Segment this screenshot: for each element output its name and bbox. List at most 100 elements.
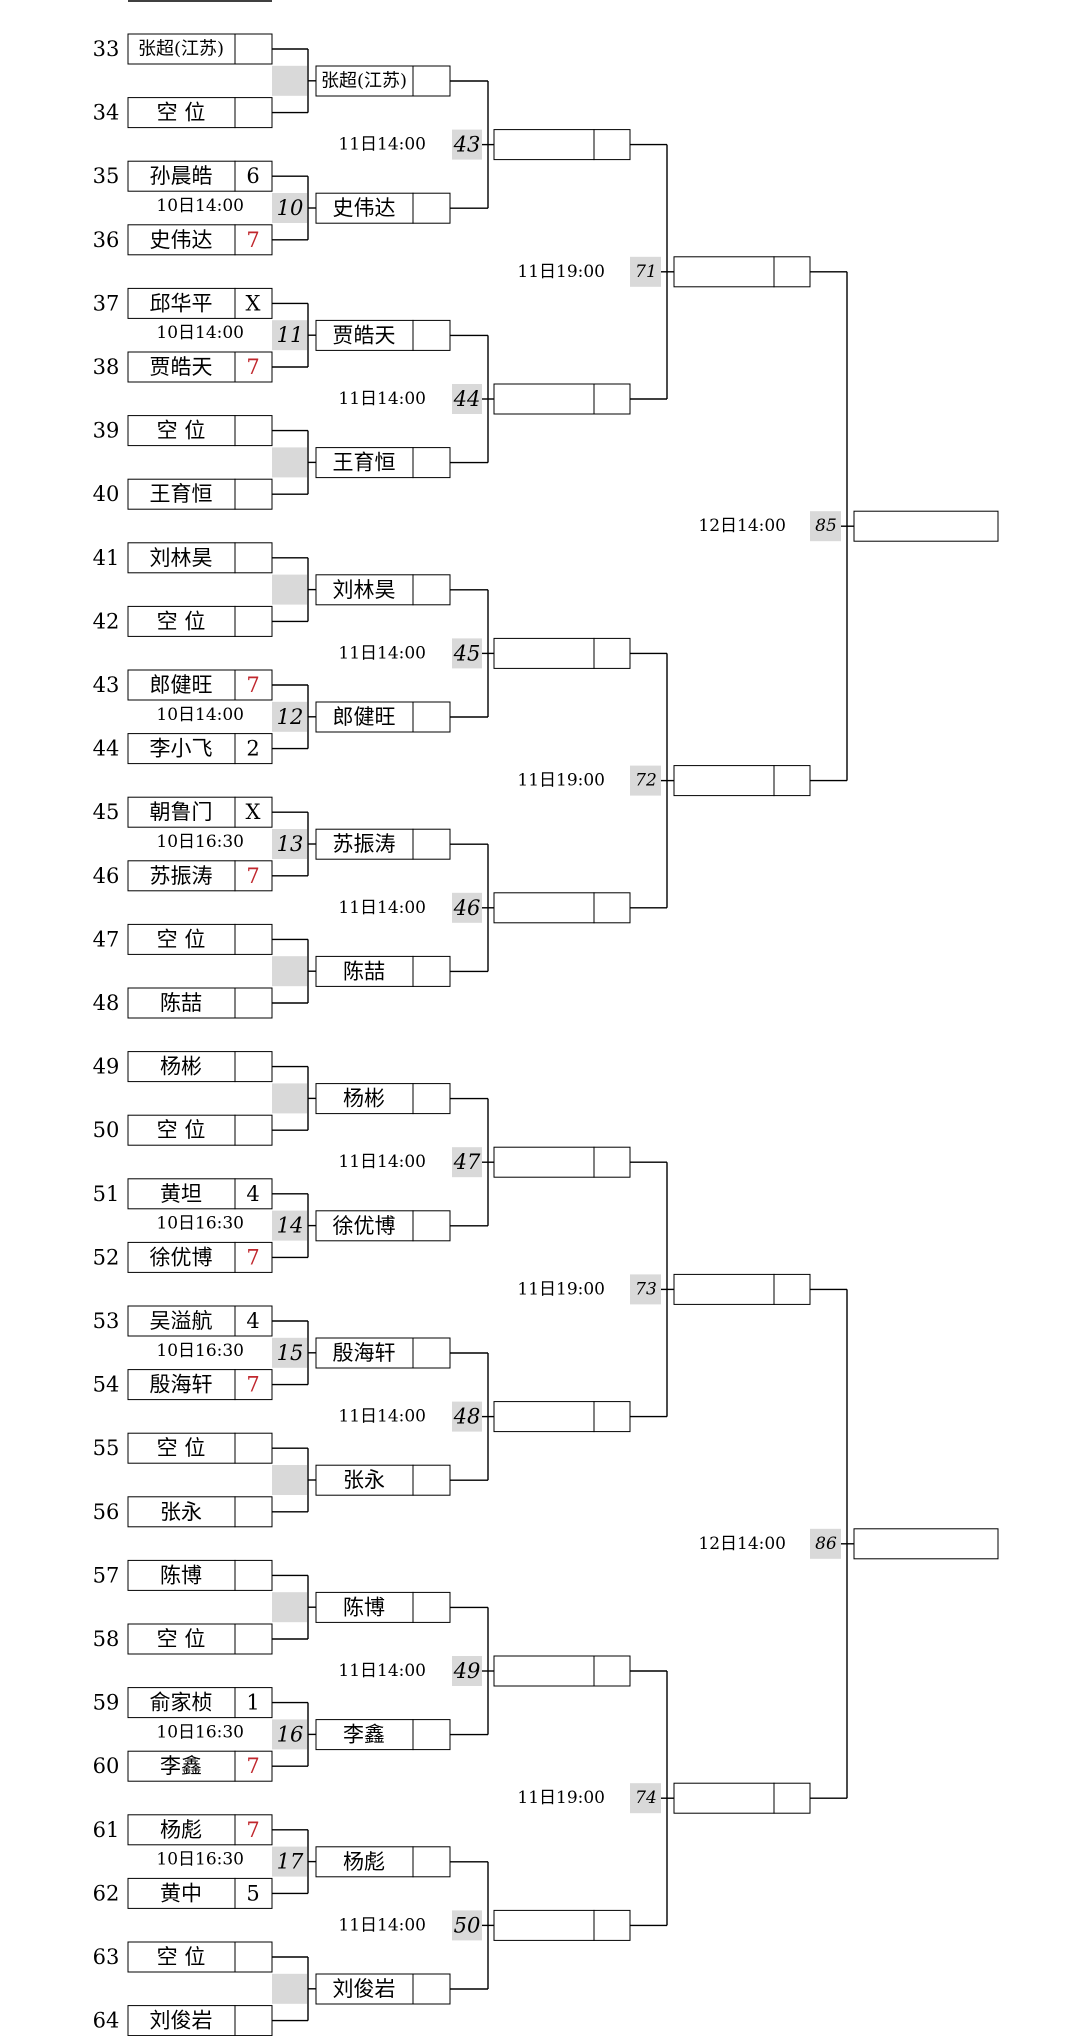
player-slot bbox=[127, 1369, 236, 1401]
score-cell bbox=[593, 1655, 631, 1687]
player-score: 7 bbox=[246, 1373, 259, 1397]
score-cell bbox=[412, 701, 451, 733]
player-slot bbox=[315, 65, 414, 97]
player-name: 陈喆 bbox=[160, 991, 202, 1015]
player-name: 陈博 bbox=[160, 1563, 202, 1587]
score-cell bbox=[412, 1973, 451, 2005]
player-score: 7 bbox=[246, 673, 259, 697]
player-name: 朝鲁门 bbox=[150, 800, 213, 824]
player-name: 邱华平 bbox=[150, 291, 213, 315]
score-cell bbox=[234, 2005, 273, 2036]
player-slot bbox=[315, 1719, 414, 1751]
player-slot bbox=[493, 1146, 595, 1178]
player-slot bbox=[315, 192, 414, 224]
player-slot bbox=[315, 574, 414, 606]
player-slot bbox=[315, 447, 414, 479]
seed-number: 44 bbox=[93, 737, 120, 761]
player-name: 张超(江苏) bbox=[138, 39, 224, 60]
player-name: 空 位 bbox=[157, 1436, 206, 1460]
score-cell bbox=[593, 1401, 631, 1433]
player-slot bbox=[127, 97, 236, 129]
match-time: 10日16:30 bbox=[156, 832, 244, 852]
match-number: 86 bbox=[815, 1534, 837, 1554]
player-name: 空 位 bbox=[157, 609, 206, 633]
match-number: 47 bbox=[453, 1150, 481, 1174]
match-number: 44 bbox=[453, 387, 481, 411]
player-slot bbox=[315, 1591, 414, 1623]
seed-number: 59 bbox=[93, 1691, 120, 1715]
player-slot bbox=[493, 1909, 595, 1941]
player-slot bbox=[315, 955, 414, 987]
match-number-box bbox=[810, 1528, 841, 1559]
seed-number: 63 bbox=[93, 1945, 120, 1969]
match-time: 11日19:00 bbox=[517, 1788, 605, 1808]
player-score: 4 bbox=[246, 1182, 259, 1206]
player-name: 黄中 bbox=[160, 1881, 202, 1905]
seed-number: 47 bbox=[93, 927, 120, 951]
match-number-box bbox=[452, 1910, 482, 1941]
score-cell bbox=[412, 65, 451, 97]
score-cell bbox=[234, 1559, 273, 1591]
seed-number: 42 bbox=[93, 609, 120, 633]
match-time: 10日16:30 bbox=[156, 1341, 244, 1361]
player-name: 郎健旺 bbox=[333, 705, 396, 729]
player-slot bbox=[127, 1305, 236, 1337]
score-cell bbox=[234, 1496, 273, 1528]
player-slot bbox=[127, 1877, 236, 1909]
match-time: 10日14:00 bbox=[156, 323, 244, 343]
match-number: 46 bbox=[453, 896, 481, 920]
player-name: 黄坦 bbox=[160, 1182, 202, 1206]
score-cell bbox=[234, 796, 273, 828]
score-cell bbox=[234, 33, 273, 65]
player-slot bbox=[127, 1814, 236, 1846]
score-cell bbox=[412, 192, 451, 224]
player-slot bbox=[127, 733, 236, 765]
player-name: 陈博 bbox=[343, 1595, 385, 1619]
match-time: 12日14:00 bbox=[698, 1534, 786, 1554]
player-name: 张超(江苏) bbox=[321, 71, 407, 92]
player-slot bbox=[673, 256, 775, 288]
seed-number: 39 bbox=[93, 419, 120, 443]
player-slot bbox=[673, 1273, 775, 1305]
match-time: 10日16:30 bbox=[156, 1214, 244, 1234]
player-slot bbox=[127, 1559, 236, 1591]
player-slot bbox=[315, 1846, 414, 1878]
player-score: 6 bbox=[246, 164, 259, 188]
player-slot bbox=[127, 287, 236, 319]
match-number: 10 bbox=[277, 196, 304, 220]
score-cell bbox=[773, 1782, 811, 1814]
match-number: 11 bbox=[277, 323, 304, 347]
match-number-box bbox=[272, 956, 307, 987]
score-cell bbox=[234, 1623, 273, 1655]
player-name: 张永 bbox=[343, 1468, 385, 1492]
player-name: 陈喆 bbox=[343, 959, 385, 983]
match-number: 48 bbox=[453, 1405, 481, 1429]
match-number-box bbox=[272, 829, 307, 859]
score-cell bbox=[412, 1210, 451, 1242]
seed-number: 60 bbox=[93, 1754, 120, 1778]
player-name: 李小飞 bbox=[150, 737, 213, 761]
seed-number: 46 bbox=[93, 864, 120, 888]
match-number-box bbox=[272, 447, 307, 478]
score-cell bbox=[234, 542, 273, 574]
player-score: 7 bbox=[246, 1245, 259, 1269]
player-name: 徐优博 bbox=[150, 1245, 213, 1269]
match-number: 14 bbox=[277, 1214, 304, 1238]
player-slot bbox=[127, 605, 236, 637]
match-number-box bbox=[630, 765, 661, 796]
match-number: 85 bbox=[815, 516, 837, 536]
player-name: 杨彪 bbox=[343, 1850, 385, 1874]
player-slot bbox=[127, 415, 236, 447]
player-slot bbox=[127, 669, 236, 701]
match-number: 12 bbox=[277, 705, 304, 729]
player-name: 郎健旺 bbox=[150, 673, 213, 697]
player-name: 张永 bbox=[160, 1500, 202, 1524]
match-time: 11日19:00 bbox=[517, 1279, 605, 1299]
player-name: 史伟达 bbox=[333, 196, 396, 220]
player-name: 刘俊岩 bbox=[333, 1977, 396, 2001]
match-number-box bbox=[630, 1783, 661, 1814]
seed-number: 41 bbox=[93, 546, 120, 570]
seed-number: 61 bbox=[93, 1818, 120, 1842]
match-number: 49 bbox=[453, 1659, 481, 1683]
match-time: 11日14:00 bbox=[338, 389, 426, 409]
